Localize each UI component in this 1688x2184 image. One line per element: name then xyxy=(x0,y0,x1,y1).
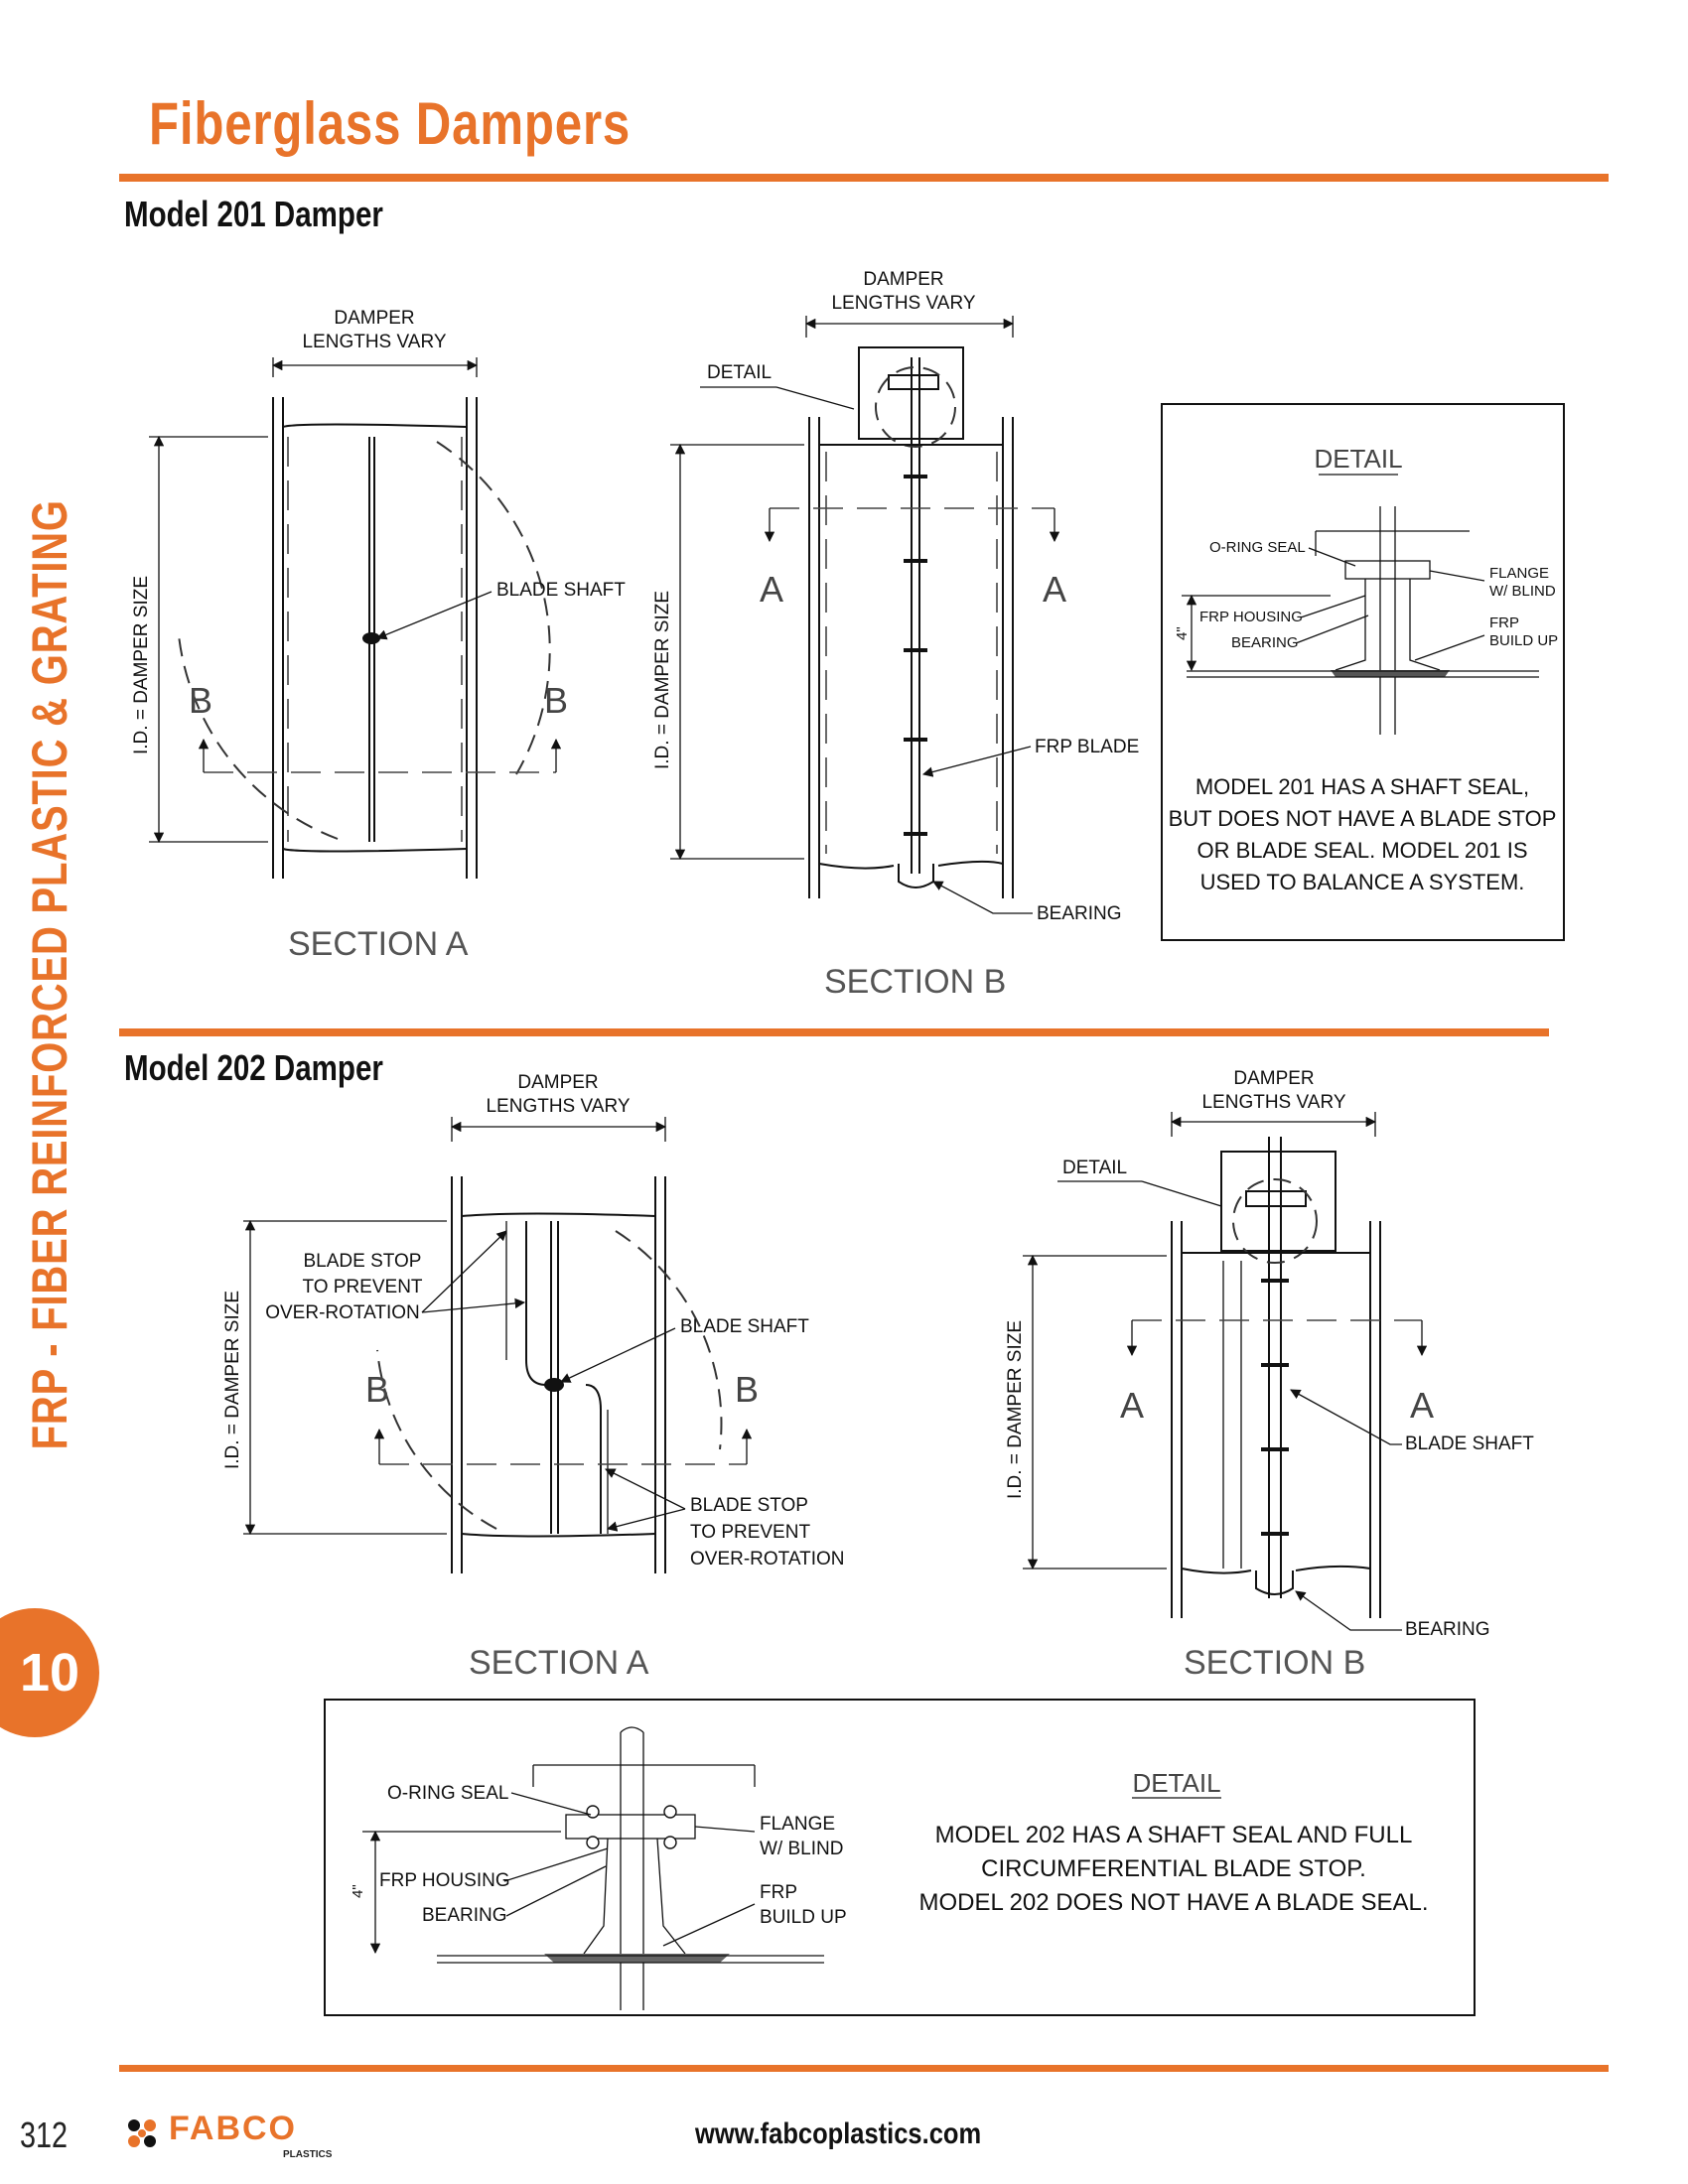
damper-lengths-line2: LENGTHS VARY xyxy=(486,1096,630,1117)
logo-sub: PLASTICS xyxy=(283,2149,333,2160)
note-line-1: MODEL 201 HAS A SHAFT SEAL, xyxy=(1196,774,1529,799)
damper-lengths-line1: DAMPER xyxy=(1233,1068,1314,1089)
blade-stop-top-3: OVER-ROTATION xyxy=(265,1302,420,1323)
footer-divider xyxy=(119,2065,1609,2072)
o-ring-seal-label: O-RING SEAL xyxy=(1209,539,1306,556)
frp-build-up-label-2: BUILD UP xyxy=(1489,632,1558,649)
model-202-section-a: DAMPER LENGTHS VARY I.D. = DAMPER SIZE B… xyxy=(222,1072,845,1682)
section-divider xyxy=(119,1028,1549,1036)
model-202-detail-box: 4" O-RING SEAL FLANGE W/ BLIND FRP HOUSI… xyxy=(324,1699,1476,2016)
note-line-2: BUT DOES NOT HAVE A BLADE STOP xyxy=(1169,806,1557,831)
frp-housing-label: FRP HOUSING xyxy=(379,1870,510,1891)
model-201-section-b: DAMPER LENGTHS VARY I.D. = DAMPER SIZE A… xyxy=(652,269,1139,1001)
id-label: I.D. = DAMPER SIZE xyxy=(131,576,152,754)
bearing-label: BEARING xyxy=(1037,903,1122,924)
marker-a-left: A xyxy=(760,569,783,610)
chapter-badge: 10 xyxy=(0,1608,99,1737)
logo-word: FABCO xyxy=(169,2110,297,2147)
frp-build-up-label-2: BUILD UP xyxy=(760,1907,847,1928)
marker-a-left: A xyxy=(1120,1385,1144,1426)
section-b-title: SECTION B xyxy=(1184,1644,1365,1682)
marker-b-right: B xyxy=(735,1369,759,1410)
blade-shaft-label: BLADE SHAFT xyxy=(1405,1433,1534,1454)
o-ring-seal-label: O-RING SEAL xyxy=(387,1783,508,1804)
section-a-title: SECTION A xyxy=(288,925,469,963)
model-202-heading: Model 202 Damper xyxy=(124,1047,383,1088)
damper-lengths-line1: DAMPER xyxy=(863,269,943,290)
bearing-label: BEARING xyxy=(422,1905,507,1926)
blade-stop-bottom-2: TO PREVENT xyxy=(690,1522,810,1543)
logo-dots-icon xyxy=(128,2119,156,2147)
flange-label-2: W/ BLIND xyxy=(760,1839,843,1859)
id-label: I.D. = DAMPER SIZE xyxy=(652,591,673,769)
section-b-title: SECTION B xyxy=(824,963,1006,1001)
model-201-heading: Model 201 Damper xyxy=(124,194,383,234)
blade-stop-bottom-1: BLADE STOP xyxy=(690,1495,808,1516)
detail-callout: DETAIL xyxy=(1062,1158,1127,1178)
frp-build-up-label-1: FRP xyxy=(760,1882,797,1903)
detail-title: DETAIL xyxy=(1314,444,1402,474)
model-201-section-a: DAMPER LENGTHS VARY I.D. = DAMPER SIZE B… xyxy=(131,308,626,963)
note-line-2: CIRCUMFERENTIAL BLADE STOP. xyxy=(981,1855,1366,1882)
detail-title: DETAIL xyxy=(1132,1768,1220,1798)
blade-stop-top-2: TO PREVENT xyxy=(302,1277,422,1297)
damper-lengths-line2: LENGTHS VARY xyxy=(1201,1092,1345,1113)
note-line-3: MODEL 202 DOES NOT HAVE A BLADE SEAL. xyxy=(918,1889,1428,1916)
blade-shaft-label: BLADE SHAFT xyxy=(496,580,626,601)
bearing-label: BEARING xyxy=(1405,1619,1490,1640)
blade-shaft-label: BLADE SHAFT xyxy=(680,1316,809,1337)
marker-a-right: A xyxy=(1410,1385,1434,1426)
dimension-label: 4" xyxy=(1174,626,1191,640)
flange-label-1: FLANGE xyxy=(760,1814,835,1835)
title-divider xyxy=(119,174,1609,182)
blade-stop-bottom-3: OVER-ROTATION xyxy=(690,1549,845,1570)
frp-blade-label: FRP BLADE xyxy=(1035,737,1139,757)
blade-stop-top-1: BLADE STOP xyxy=(304,1251,422,1272)
id-label: I.D. = DAMPER SIZE xyxy=(222,1291,243,1469)
marker-b-left: B xyxy=(189,680,212,721)
note-line-4: USED TO BALANCE A SYSTEM. xyxy=(1200,870,1525,894)
damper-lengths-line2: LENGTHS VARY xyxy=(831,293,975,314)
model-202-section-b: DAMPER LENGTHS VARY I.D. = DAMPER SIZE A… xyxy=(1005,1068,1534,1682)
website-link[interactable]: www.fabcoplastics.com xyxy=(695,2117,982,2150)
page-title: Fiberglass Dampers xyxy=(149,90,632,157)
marker-b-left: B xyxy=(365,1369,389,1410)
marker-b-right: B xyxy=(544,680,568,721)
model-201-detail-box: DETAIL 4" O-RING SEAL FLANGE W/ BLIND FR… xyxy=(1161,403,1565,941)
fabco-logo: FABCO PLASTICS xyxy=(124,2110,333,2164)
frp-build-up-label-1: FRP xyxy=(1489,614,1519,631)
flange-label-2: W/ BLIND xyxy=(1489,583,1556,600)
frp-housing-label: FRP HOUSING xyxy=(1199,609,1303,625)
bearing-label: BEARING xyxy=(1231,634,1299,651)
damper-lengths-line1: DAMPER xyxy=(517,1072,598,1093)
damper-lengths-line1: DAMPER xyxy=(334,308,414,329)
flange-label-1: FLANGE xyxy=(1489,565,1549,582)
note-line-1: MODEL 202 HAS A SHAFT SEAL AND FULL xyxy=(935,1822,1413,1848)
detail-callout: DETAIL xyxy=(707,362,772,383)
id-label: I.D. = DAMPER SIZE xyxy=(1005,1320,1026,1499)
section-a-title: SECTION A xyxy=(469,1644,649,1682)
damper-lengths-line2: LENGTHS VARY xyxy=(302,332,446,352)
note-line-3: OR BLADE SEAL. MODEL 201 IS xyxy=(1197,838,1528,863)
dimension-label: 4" xyxy=(350,1884,366,1898)
marker-a-right: A xyxy=(1043,569,1066,610)
page-number: 312 xyxy=(20,2115,69,2155)
